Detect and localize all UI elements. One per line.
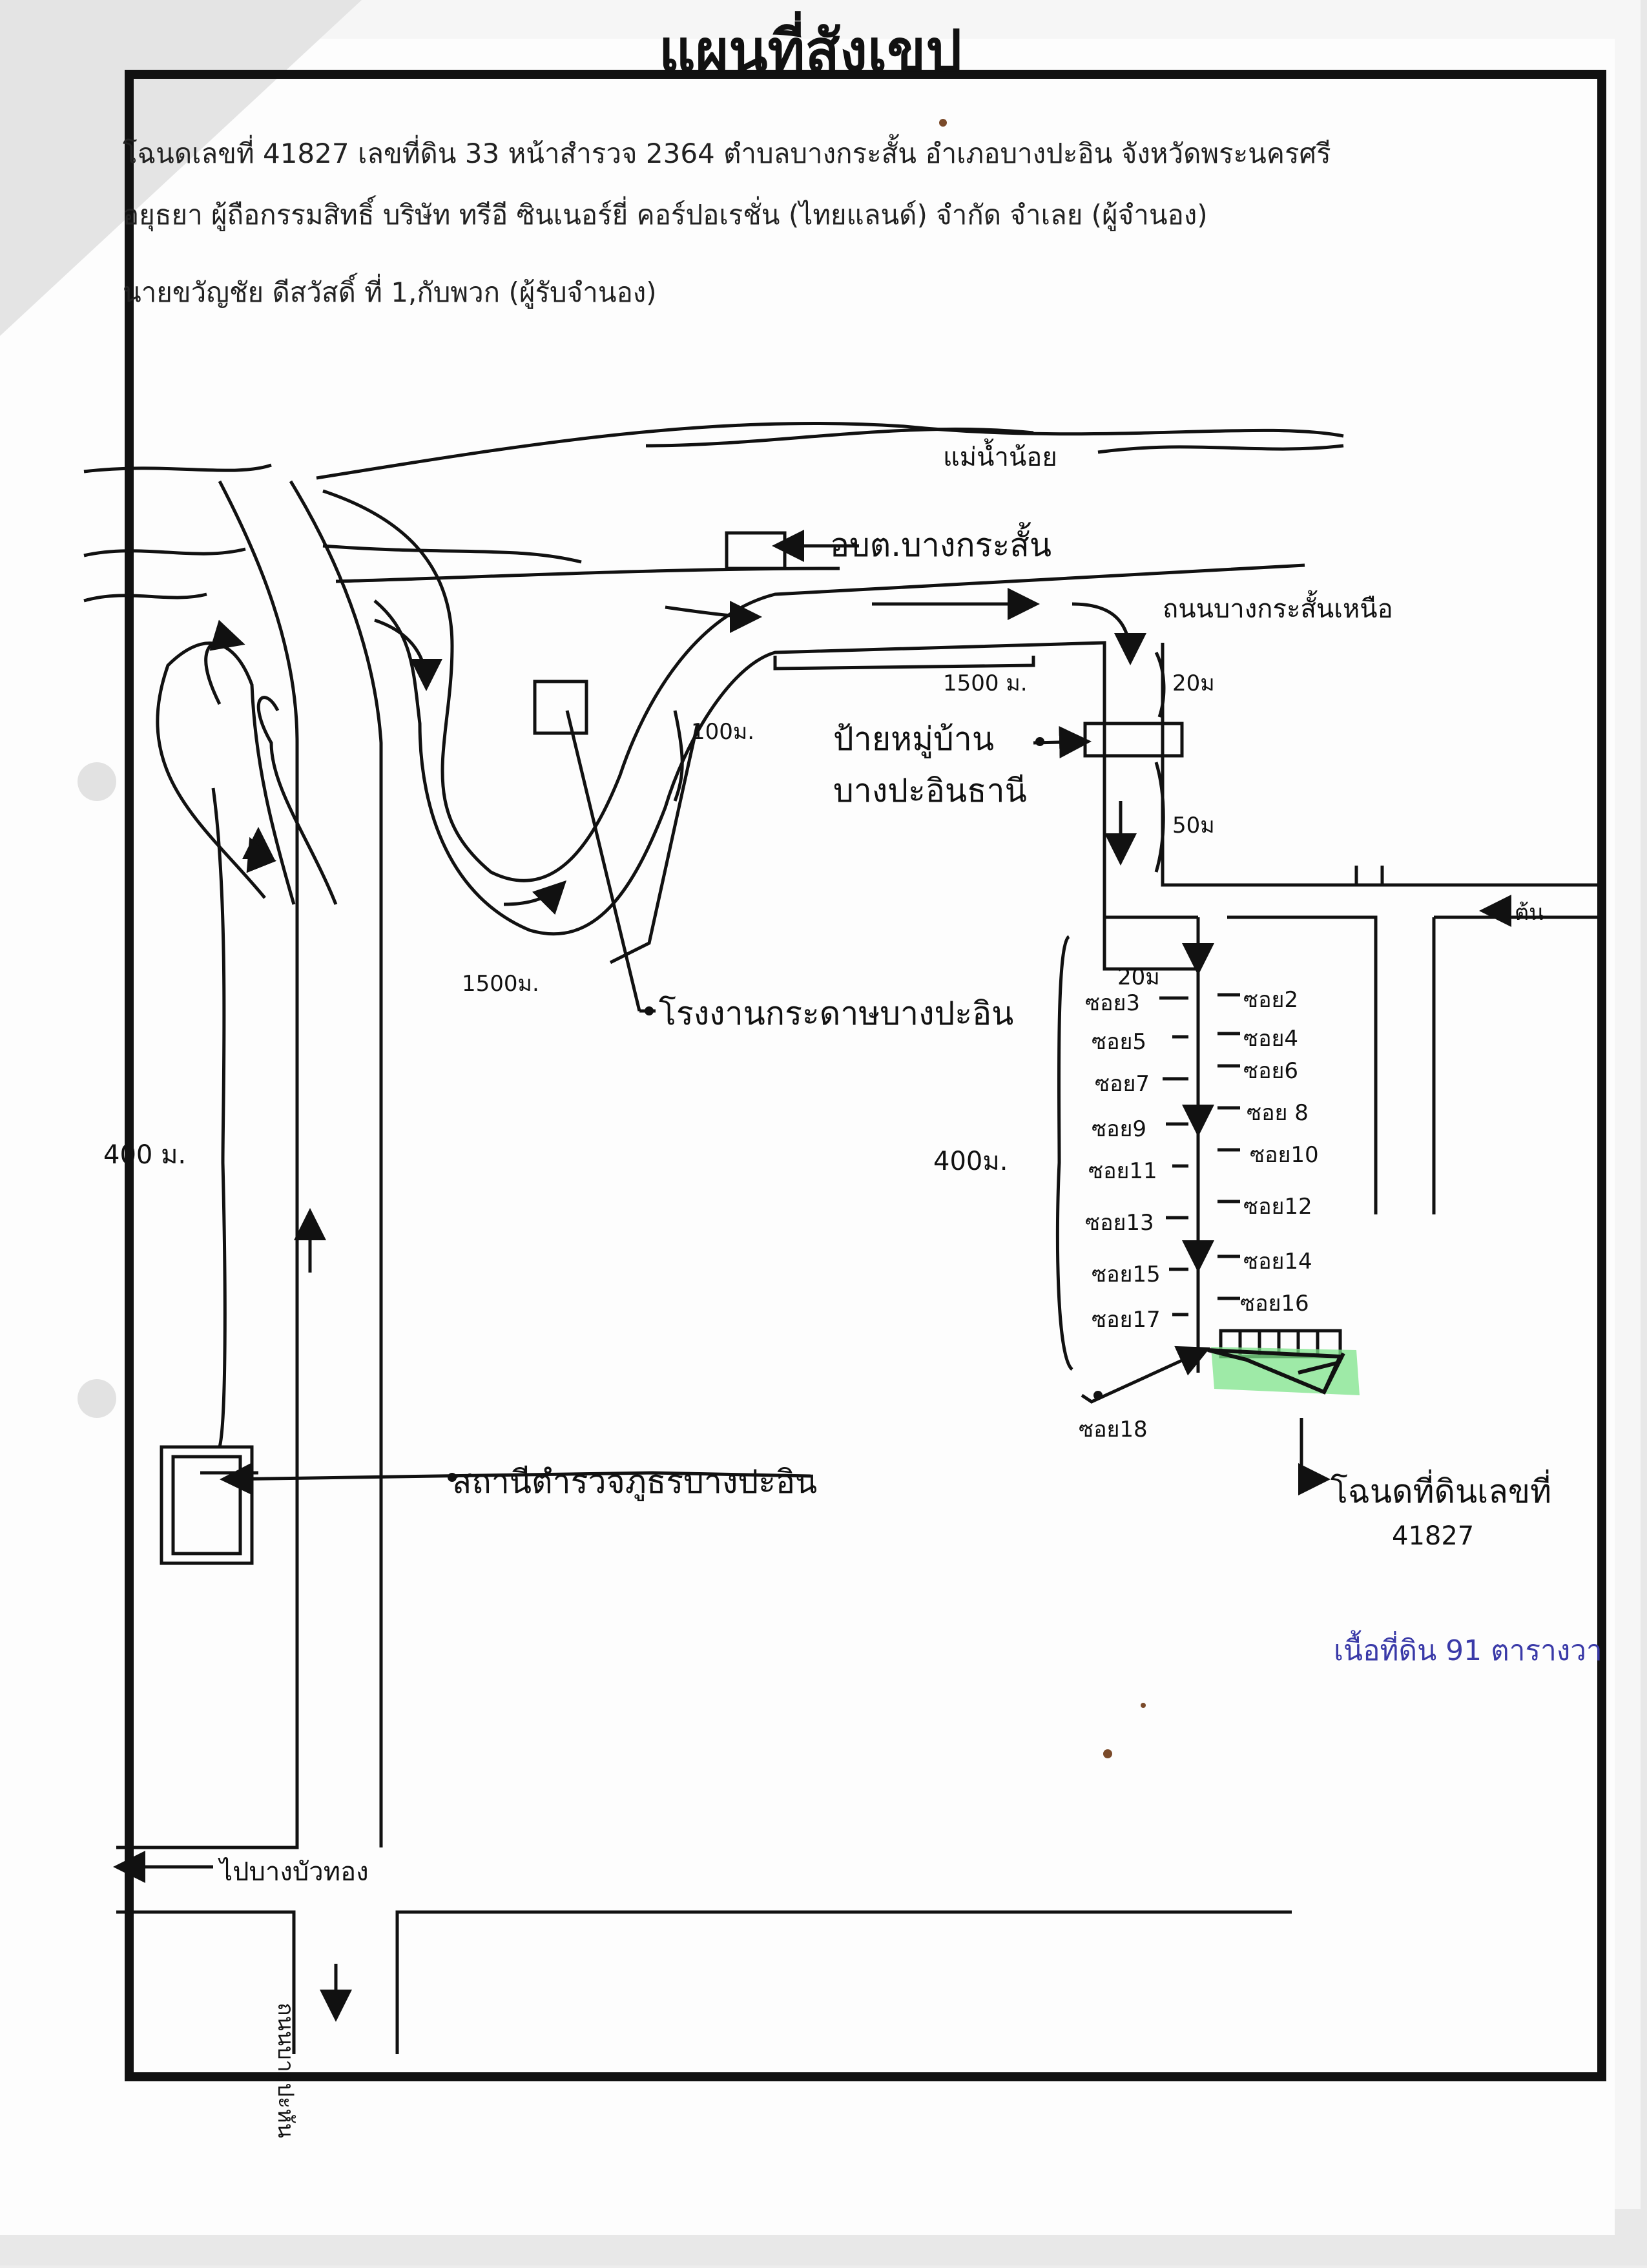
left-400m-bracket bbox=[211, 787, 227, 1448]
soi-left-17: ซอย17 bbox=[1092, 1307, 1161, 1333]
soi-left-7: ซอย7 bbox=[1095, 1071, 1150, 1097]
river-label: แม่น้ำน้อย bbox=[943, 442, 1057, 472]
soi-right-2: ซอย2 bbox=[1243, 987, 1299, 1013]
soi-right-4: ซอย4 bbox=[1243, 1026, 1299, 1052]
soi-right-14: ซอย14 bbox=[1243, 1249, 1312, 1274]
dist-1500-curve: 1500ม. bbox=[462, 971, 539, 997]
header-line-2: อยุธยา ผู้ถือกรรมสิทธิ์ บริษัท ทรีอี ซิน… bbox=[123, 199, 1208, 231]
punch-hole-top bbox=[78, 762, 116, 801]
page-title: แผนที่สังเขป bbox=[659, 17, 962, 84]
dist-100: 100ม. bbox=[691, 719, 755, 745]
to-bangbuathong-label: ไปบางบัวทอง bbox=[220, 1857, 369, 1887]
specks bbox=[939, 119, 1146, 1758]
dist-20-top: 20ม bbox=[1172, 671, 1215, 696]
punch-hole-bottom bbox=[78, 1379, 116, 1418]
leader-dots bbox=[448, 737, 1103, 1482]
soi-left-15: ซอย15 bbox=[1092, 1262, 1161, 1287]
village-sign-label-2: บางปะอินธานี bbox=[833, 772, 1027, 809]
soi-18-label: ซอย18 bbox=[1079, 1417, 1148, 1442]
area-note: เนื้อที่ดิน 91 ตารางวา bbox=[1334, 1634, 1602, 1667]
deed-number: 41827 bbox=[1392, 1521, 1475, 1551]
dist-400-left: 400 ม. bbox=[103, 1140, 187, 1170]
police-building-inner bbox=[171, 1455, 242, 1555]
map-frame bbox=[125, 70, 1606, 2081]
soi-right-12: ซอย12 bbox=[1243, 1194, 1312, 1220]
dist-400-soi: 400ม. bbox=[933, 1147, 1008, 1176]
arrow-icon bbox=[113, 530, 1511, 2022]
soi-left-11: ซอย11 bbox=[1088, 1158, 1157, 1184]
soi-left-9: ซอย9 bbox=[1092, 1116, 1147, 1142]
50m-bracket bbox=[1154, 762, 1165, 873]
soi-left-5: ซอย5 bbox=[1092, 1029, 1147, 1055]
dist-20-soi: 20ม bbox=[1117, 964, 1160, 990]
plot-triangle bbox=[1207, 1348, 1343, 1395]
village-sign-label-1: ป้ายหมู่บ้าน bbox=[833, 720, 995, 758]
paper-factory-label: โรงงานกระดาษบางปะอิน bbox=[659, 995, 1014, 1032]
deed-label: โฉนดที่ดินเลขที่ bbox=[1331, 1473, 1552, 1510]
20m-bracket bbox=[1154, 651, 1166, 718]
header-line-3: นายขวัญชัย ดีสวัสดิ์ ที่ 1,กับพวก (ผู้รั… bbox=[123, 276, 657, 308]
leader-lines bbox=[200, 710, 699, 1475]
police-label: สถานีตำรวจภูธรบางปะอิน bbox=[452, 1463, 818, 1501]
header-line-1: โฉนดเลขที่ 41827 เลขที่ดิน 33 หน้าสำรวจ … bbox=[123, 138, 1331, 169]
road-bottom-label: ถนนบางปะหัน bbox=[273, 2003, 298, 2138]
main-road bbox=[116, 480, 1292, 2054]
soi-right-10: ซอย10 bbox=[1250, 1142, 1319, 1168]
factory-building bbox=[533, 680, 588, 735]
folded-corner bbox=[0, 0, 362, 336]
soi-ticks bbox=[1159, 993, 1240, 1316]
obt-label: อบต.บางกระสั้น bbox=[830, 526, 1052, 564]
soi-right-16: ซอย16 bbox=[1240, 1291, 1309, 1316]
dist-1500-top: 1500 ม. bbox=[943, 671, 1028, 696]
1500m-bracket bbox=[773, 656, 1035, 671]
soi-left-3: ซอย3 bbox=[1085, 990, 1141, 1016]
soi-right-8: ซอย 8 bbox=[1247, 1100, 1309, 1126]
tree-label: ต้น bbox=[1515, 900, 1544, 926]
100m-bracket bbox=[673, 710, 684, 802]
soi-bracket bbox=[1055, 935, 1073, 1371]
police-building bbox=[160, 1445, 254, 1565]
dist-50: 50ม bbox=[1172, 813, 1215, 838]
road-north-label: ถนนบางกระสั้นเหนือ bbox=[1163, 594, 1393, 624]
soi-left-13: ซอย13 bbox=[1085, 1210, 1154, 1236]
front-page bbox=[0, 39, 1615, 2235]
soi-right-6: ซอย6 bbox=[1243, 1058, 1299, 1084]
plot-hatching bbox=[1238, 1331, 1320, 1357]
